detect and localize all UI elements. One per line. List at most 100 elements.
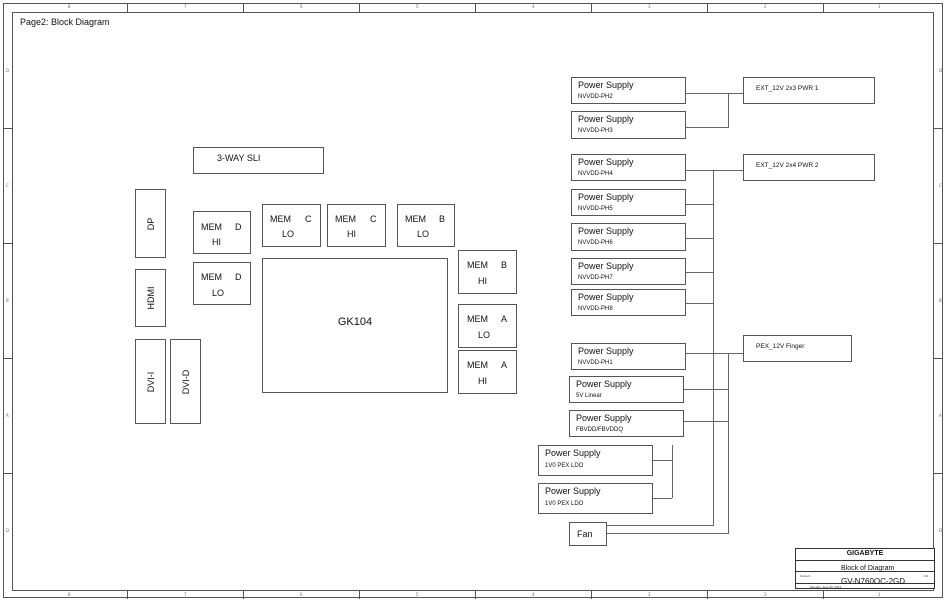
zone-tick (591, 590, 592, 599)
wire (728, 353, 729, 533)
mem-channel: D (235, 272, 242, 282)
sheet-outer-border (3, 3, 943, 598)
mem-channel: A (501, 314, 508, 324)
zone-tick (591, 3, 592, 12)
sheet-inner-border (12, 12, 934, 591)
zone-tick (707, 590, 708, 599)
zone-label-top: 8 (68, 4, 71, 9)
zone-label-top: 1 (878, 4, 881, 9)
zone-tick (127, 3, 128, 12)
zone-tick (359, 590, 360, 599)
zone-label-top: 4 (532, 4, 535, 9)
power-supply-rail: NVVDD-PH2 (578, 94, 613, 100)
zone-label-bottom: 5 (416, 592, 419, 597)
mem-half: HI (478, 376, 487, 386)
sli-block: 3-WAY SLI (193, 147, 324, 174)
zone-label-right: D (939, 528, 943, 533)
wire (672, 445, 673, 498)
zone-label-right: D (939, 68, 943, 73)
ext-power-label: EXT_12V 2x3 PWR 1 (756, 85, 819, 92)
mem-channel: A (501, 360, 508, 370)
mem-channel: D (235, 222, 242, 232)
mem-a-lo-block: MEM A LO (458, 304, 517, 348)
power-supply-title: Power Supply (545, 486, 601, 496)
wire (686, 170, 743, 171)
gpu-label: GK104 (337, 316, 373, 328)
wire (684, 421, 728, 422)
title-block-divider (796, 560, 934, 561)
wire (684, 389, 728, 390)
mem-label: MEM (201, 272, 222, 282)
zone-tick (934, 358, 943, 359)
fan-block: Fan (569, 522, 607, 546)
power-supply-ph5: Power Supply NVVDD-PH5 (571, 189, 686, 216)
pex-12v-finger: PEX_12V Finger (743, 335, 852, 362)
zone-tick (707, 3, 708, 12)
zone-tick (934, 473, 943, 474)
mem-c-hi-block: MEM C HI (327, 204, 386, 247)
power-supply-ph1: Power Supply NVVDD-PH1 (571, 343, 686, 370)
zone-label-bottom: 2 (764, 592, 767, 597)
ext-12v-2x3-pwr1: EXT_12V 2x3 PWR 1 (743, 77, 875, 104)
power-supply-title: Power Supply (578, 261, 634, 271)
zone-label-left: C (6, 183, 9, 188)
wire (607, 525, 714, 526)
power-supply-title: Power Supply (578, 192, 634, 202)
power-supply-rail: NVVDD-PH7 (578, 275, 613, 281)
zone-label-top: 6 (300, 4, 303, 9)
title-block-rev: 3.0 (924, 574, 929, 578)
zone-tick (3, 128, 12, 129)
power-supply-rail: NVVDD-PH6 (578, 240, 613, 246)
zone-label-bottom: 6 (300, 592, 303, 597)
zone-tick (475, 590, 476, 599)
fan-label: Fan (577, 529, 593, 539)
power-supply-title: Power Supply (578, 80, 634, 90)
title-block-divider (796, 571, 934, 572)
wire (729, 93, 743, 94)
page-title: Page2: Block Diagram (20, 17, 110, 27)
mem-label: MEM (335, 214, 356, 224)
gpu-block: GK104 (262, 258, 448, 393)
mem-half: HI (212, 237, 221, 247)
zone-label-left: D (6, 68, 10, 73)
power-supply-ph6: Power Supply NVVDD-PH6 (571, 223, 686, 251)
mem-half: LO (282, 229, 295, 239)
power-supply-title: Power Supply (576, 413, 632, 423)
zone-label-left: B (6, 298, 9, 303)
power-supply-rail: NVVDD-PH3 (578, 128, 613, 134)
mem-half: LO (212, 288, 225, 298)
power-supply-title: Power Supply (578, 114, 634, 124)
power-supply-title: Power Supply (578, 226, 634, 236)
ext-12v-2x4-pwr2: EXT_12V 2x4 PWR 2 (743, 154, 875, 181)
power-supply-title: Power Supply (578, 346, 634, 356)
power-supply-pex-ldo-2: Power Supply 1V0 PEX LDO (538, 483, 653, 514)
wire (607, 533, 729, 534)
title-block-date: Monday, June 30, 2013 (810, 585, 842, 589)
zone-label-top: 5 (416, 4, 419, 9)
power-supply-5v-linear: Power Supply 5V Linear (569, 376, 684, 403)
zone-tick (243, 590, 244, 599)
ext-power-label: EXT_12V 2x4 PWR 2 (756, 162, 819, 169)
zone-label-left: A (6, 413, 9, 418)
title-block-company: GIGABYTE (846, 550, 884, 557)
power-supply-ph7: Power Supply NVVDD-PH7 (571, 258, 686, 285)
mem-channel: C (305, 214, 312, 224)
wire (686, 93, 729, 94)
mem-half: HI (478, 276, 487, 286)
power-supply-title: Power Supply (545, 448, 601, 458)
power-supply-title: Power Supply (578, 157, 634, 167)
power-supply-ph3: Power Supply NVVDD-PH3 (571, 111, 686, 139)
dvi-d-connector-block: DVI-D (170, 339, 201, 424)
wire (653, 498, 672, 499)
wire (686, 303, 713, 304)
power-supply-title: Power Supply (578, 292, 634, 302)
zone-label-bottom: 3 (648, 592, 651, 597)
mem-a-hi-block: MEM A HI (458, 350, 517, 394)
mem-channel: C (370, 214, 377, 224)
power-supply-rail: FBVDD/FBVDDQ (576, 427, 624, 433)
power-supply-fbvdd: Power Supply FBVDD/FBVDDQ (569, 410, 684, 437)
zone-label-bottom: 1 (878, 592, 881, 597)
zone-tick (823, 3, 824, 12)
mem-channel: B (501, 260, 508, 270)
